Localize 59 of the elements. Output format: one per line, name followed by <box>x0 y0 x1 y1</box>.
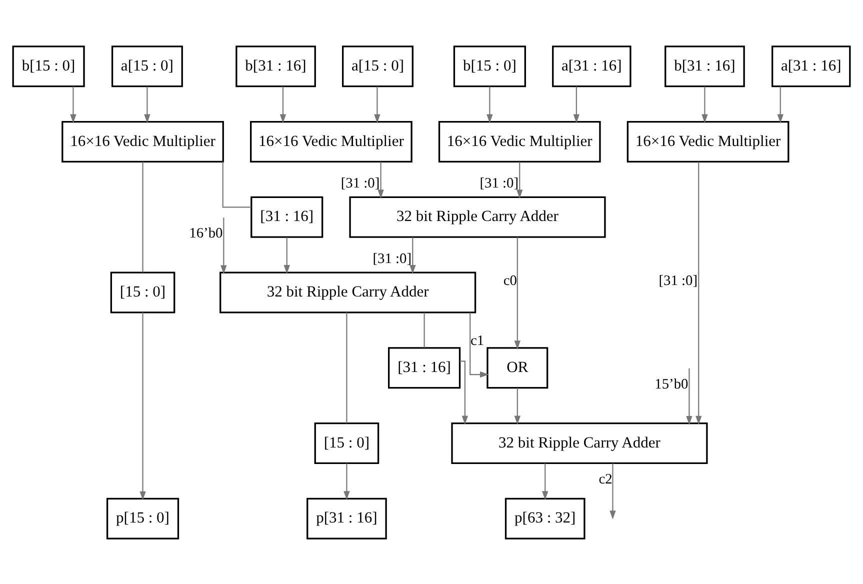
node-box: [31 : 16] <box>388 346 461 388</box>
node-box: [15 : 0] <box>314 422 380 464</box>
arrow <box>470 312 489 378</box>
arrow <box>702 86 708 123</box>
node-box: b[31 : 16] <box>236 45 316 87</box>
node-box: 16×16 Vedic Multiplier <box>438 120 601 162</box>
connector <box>142 161 144 272</box>
arrow <box>610 462 616 519</box>
edge-label: c0 <box>503 272 517 289</box>
edge-label: [31 :0] <box>658 272 698 289</box>
arrow <box>280 86 286 123</box>
node-box: b[31 : 16] <box>664 45 745 87</box>
node-box: a[15 : 0] <box>342 45 414 87</box>
connector <box>222 161 252 208</box>
node-box: p[15 : 0] <box>106 497 180 539</box>
arrow <box>696 162 702 424</box>
arrow <box>514 236 521 349</box>
node-box: 16×16 Vedic Multiplier <box>250 120 412 162</box>
arrow <box>284 236 290 274</box>
arrow <box>374 86 380 123</box>
edge-label: [31 :0] <box>340 175 380 192</box>
connector <box>346 312 348 423</box>
node-box: 32 bit Ripple Carry Adder <box>451 422 708 464</box>
arrow <box>70 86 76 123</box>
node-box: 16×16 Vedic Multiplier <box>626 120 790 162</box>
edge-label: c1 <box>470 332 484 348</box>
edge-label: [31 :0] <box>372 250 412 266</box>
node-box: p[63 : 32] <box>504 497 586 539</box>
arrow <box>378 161 384 198</box>
arrow <box>344 462 350 500</box>
arrow <box>144 86 150 123</box>
arrow <box>542 462 548 500</box>
arrow <box>410 236 416 274</box>
node-box: [15 : 0] <box>110 271 176 313</box>
edge-label: 16’b0 <box>189 225 223 242</box>
node-box: 32 bit Ripple Carry Adder <box>220 271 476 313</box>
arrow <box>486 86 493 123</box>
node-box: b[15 : 0] <box>453 45 526 87</box>
edge-label: [31 :0] <box>480 175 519 192</box>
arrow <box>140 312 146 500</box>
node-box: p[31 : 16] <box>306 497 387 539</box>
node-box: OR <box>486 346 548 388</box>
node-box: 16×16 Vedic Multiplier <box>62 120 224 162</box>
arrow <box>686 368 692 424</box>
node-box: a[31 : 16] <box>772 45 851 87</box>
arrow <box>514 388 521 424</box>
edge-label: 15’b0 <box>654 376 688 392</box>
node-box: a[31 : 16] <box>552 45 632 87</box>
arrow <box>777 86 784 123</box>
node-box: [31 : 16] <box>250 196 324 238</box>
arrow <box>460 360 468 424</box>
node-box: b[15 : 0] <box>12 45 85 87</box>
connector <box>424 312 425 348</box>
arrow <box>573 86 580 123</box>
edge-label: c2 <box>598 470 612 487</box>
node-box: 32 bit Ripple Carry Adder <box>349 196 606 238</box>
arrow <box>220 217 227 274</box>
node-box: a[15 : 0] <box>111 45 183 87</box>
arrow <box>516 161 523 198</box>
